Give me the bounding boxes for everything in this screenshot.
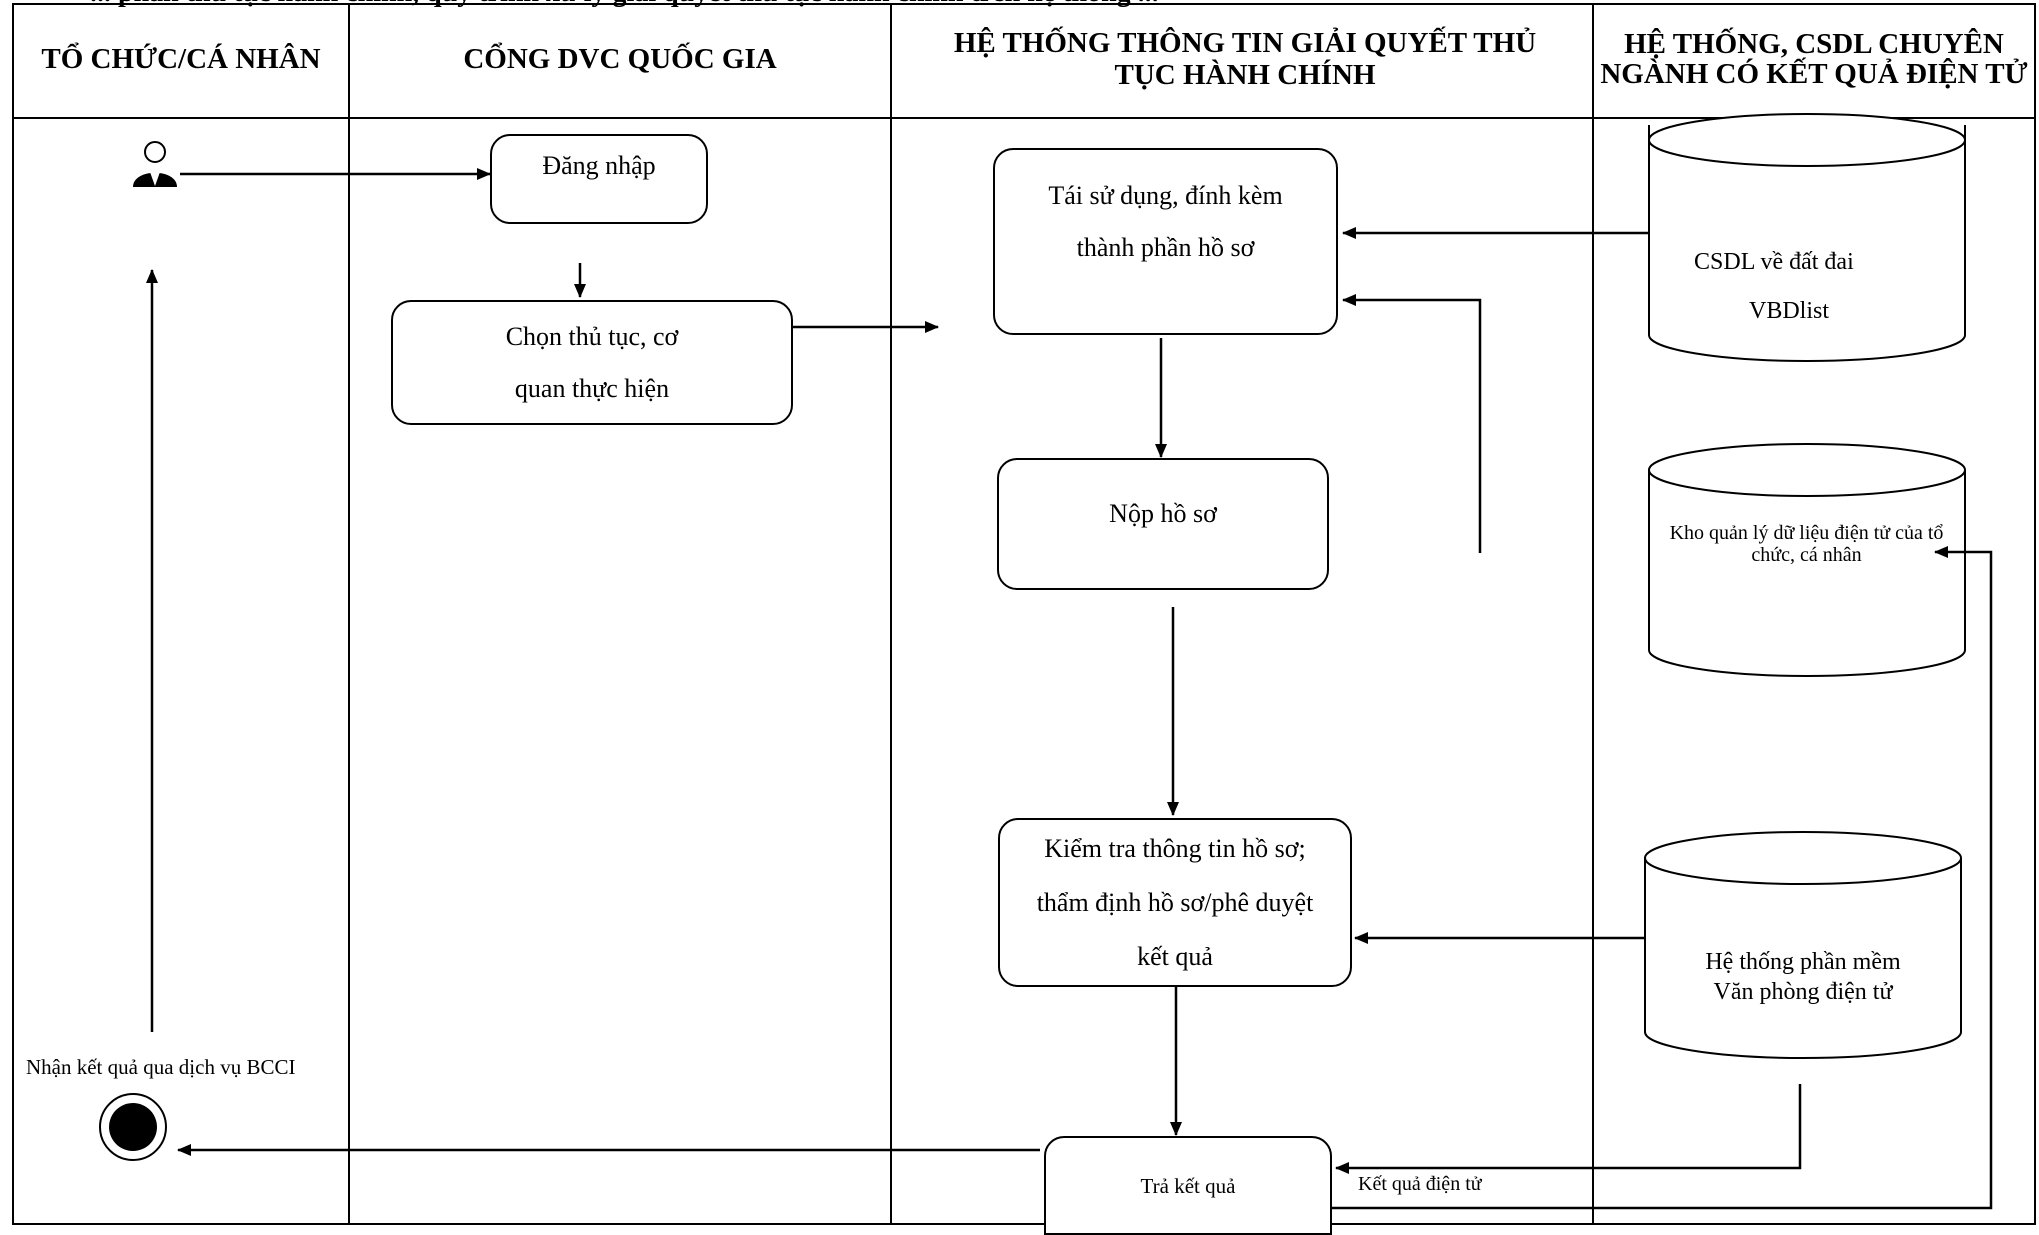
db-land-label-line2: VBDlist — [1749, 298, 1830, 324]
cylinder-land-db — [1648, 113, 1966, 362]
swimlane-frame — [12, 3, 2036, 1225]
step-choose-procedure: Chọn thủ tục, cơ quan thực hiện — [391, 300, 793, 425]
arrow-loop-to-reuse — [1342, 294, 1482, 553]
lane-header-specialized-db: HỆ THỐNG, CSDL CHUYÊN NGÀNH CÓ KẾT QUẢ Đ… — [1600, 28, 2028, 90]
label-receive-result: Nhận kết quả qua dịch vụ BCCI — [26, 1055, 296, 1079]
final-state-icon — [99, 1093, 167, 1161]
db-office-label-line2: Văn phòng điện tử — [1713, 979, 1893, 1005]
lane-header-portal: CỔNG DVC QUỐC GIA — [463, 43, 777, 75]
step-submit: Nộp hồ sơ — [997, 458, 1329, 590]
label-electronic-result: Kết quả điện tử — [1358, 1173, 1482, 1195]
lane-header-actor: TỔ CHỨC/CÁ NHÂN — [41, 43, 321, 75]
cylinder-office-db — [1644, 831, 1962, 1059]
step-login: Đăng nhập — [490, 134, 708, 224]
arrow-office-to-return — [1335, 1084, 1802, 1174]
person-icon — [133, 141, 177, 187]
db-office-label-line1: Hệ thống phần mềm — [1705, 949, 1901, 975]
lane-header-admin-system: HỆ THỐNG THÔNG TIN GIẢI QUYẾT THỦ TỤC HÀ… — [953, 27, 1537, 91]
cylinder-warehouse-db — [1648, 443, 1966, 677]
step-reuse-attach: Tái sử dụng, đính kèm thành phần hồ sơ — [993, 148, 1338, 335]
db-land-label-line1: CSDL về đất đai — [1694, 249, 1854, 275]
arrow-return-to-warehouse — [1332, 546, 1993, 1210]
step-check-approve: Kiểm tra thông tin hồ sơ; thẩm định hồ s… — [998, 818, 1352, 987]
db-warehouse-label: Kho quản lý dữ liệu điện tử của tổ chức,… — [1669, 522, 1944, 566]
step-return-result: Trả kết quả — [1044, 1136, 1332, 1235]
